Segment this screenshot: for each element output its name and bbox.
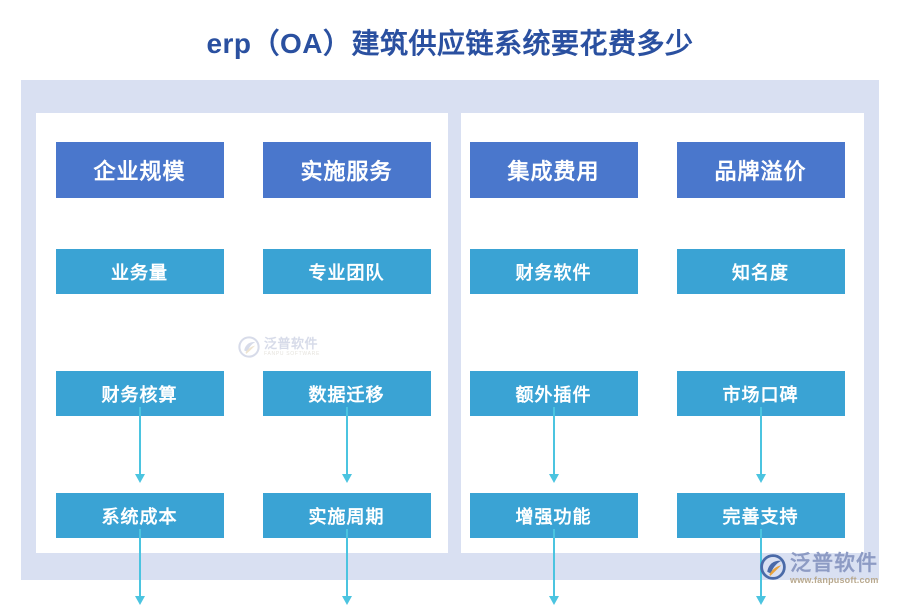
- brand-url: www.fanpusoft.com: [790, 575, 879, 585]
- node-implementation-cycle[interactable]: 实施周期: [262, 493, 431, 538]
- right-group: 集成费用 财务软件 额外插件 增强功能 品牌溢价 知名度 市场口碑 完善支持: [450, 113, 864, 605]
- arrow-stem: [345, 407, 348, 475]
- left-group: 企业规模 业务量 财务核算 系统成本 实施服务 专业团队 数据迁移 实施周期: [36, 113, 450, 605]
- fanpu-logo-icon: [760, 554, 786, 580]
- column-header-brand-premium[interactable]: 品牌溢价: [676, 142, 845, 198]
- arrow-down-icon: [340, 407, 354, 485]
- column-header-integration-cost[interactable]: 集成费用: [469, 142, 638, 198]
- arrow-down-icon: [133, 407, 147, 485]
- arrow-down-icon: [547, 407, 561, 485]
- node-business-volume[interactable]: 业务量: [55, 249, 224, 294]
- node-professional-team[interactable]: 专业团队: [262, 249, 431, 294]
- arrow-head: [548, 596, 559, 605]
- arrow-head: [755, 474, 766, 483]
- arrow-head: [548, 474, 559, 483]
- node-financial-accounting[interactable]: 财务核算: [55, 371, 224, 416]
- node-extra-plugins[interactable]: 额外插件: [469, 371, 638, 416]
- arrow-head: [341, 596, 352, 605]
- column-brand-premium: 品牌溢价 知名度 市场口碑 完善支持: [676, 113, 845, 605]
- node-complete-support[interactable]: 完善支持: [676, 493, 845, 538]
- node-market-reputation[interactable]: 市场口碑: [676, 371, 845, 416]
- arrow-stem: [138, 407, 141, 475]
- node-system-cost[interactable]: 系统成本: [55, 493, 224, 538]
- arrow-head: [134, 596, 145, 605]
- node-enhanced-features[interactable]: 增强功能: [469, 493, 638, 538]
- brand-logo: 泛普软件 www.fanpusoft.com: [760, 553, 879, 586]
- page-title: erp（OA）建筑供应链系统要花费多少: [206, 28, 694, 59]
- arrow-head: [134, 474, 145, 483]
- arrow-head: [755, 596, 766, 605]
- node-financial-software[interactable]: 财务软件: [469, 249, 638, 294]
- arrow-down-icon: [754, 407, 768, 485]
- brand-name: 泛普软件: [790, 552, 878, 575]
- arrow-stem: [552, 407, 555, 475]
- group-divider: [448, 80, 461, 580]
- column-enterprise-scale: 企业规模 业务量 财务核算 系统成本: [55, 113, 224, 605]
- column-header-enterprise-scale[interactable]: 企业规模: [55, 142, 224, 198]
- arrow-head: [341, 474, 352, 483]
- diagram-groups: 企业规模 业务量 财务核算 系统成本 实施服务 专业团队 数据迁移 实施周期: [36, 113, 864, 605]
- node-popularity[interactable]: 知名度: [676, 249, 845, 294]
- column-implementation-service: 实施服务 专业团队 数据迁移 实施周期: [262, 113, 431, 605]
- node-data-migration[interactable]: 数据迁移: [262, 371, 431, 416]
- column-integration-cost: 集成费用 财务软件 额外插件 增强功能: [469, 113, 638, 605]
- brand-logo-text: 泛普软件 www.fanpusoft.com: [790, 553, 879, 586]
- arrow-stem: [759, 407, 762, 475]
- column-header-implementation-service[interactable]: 实施服务: [262, 142, 431, 198]
